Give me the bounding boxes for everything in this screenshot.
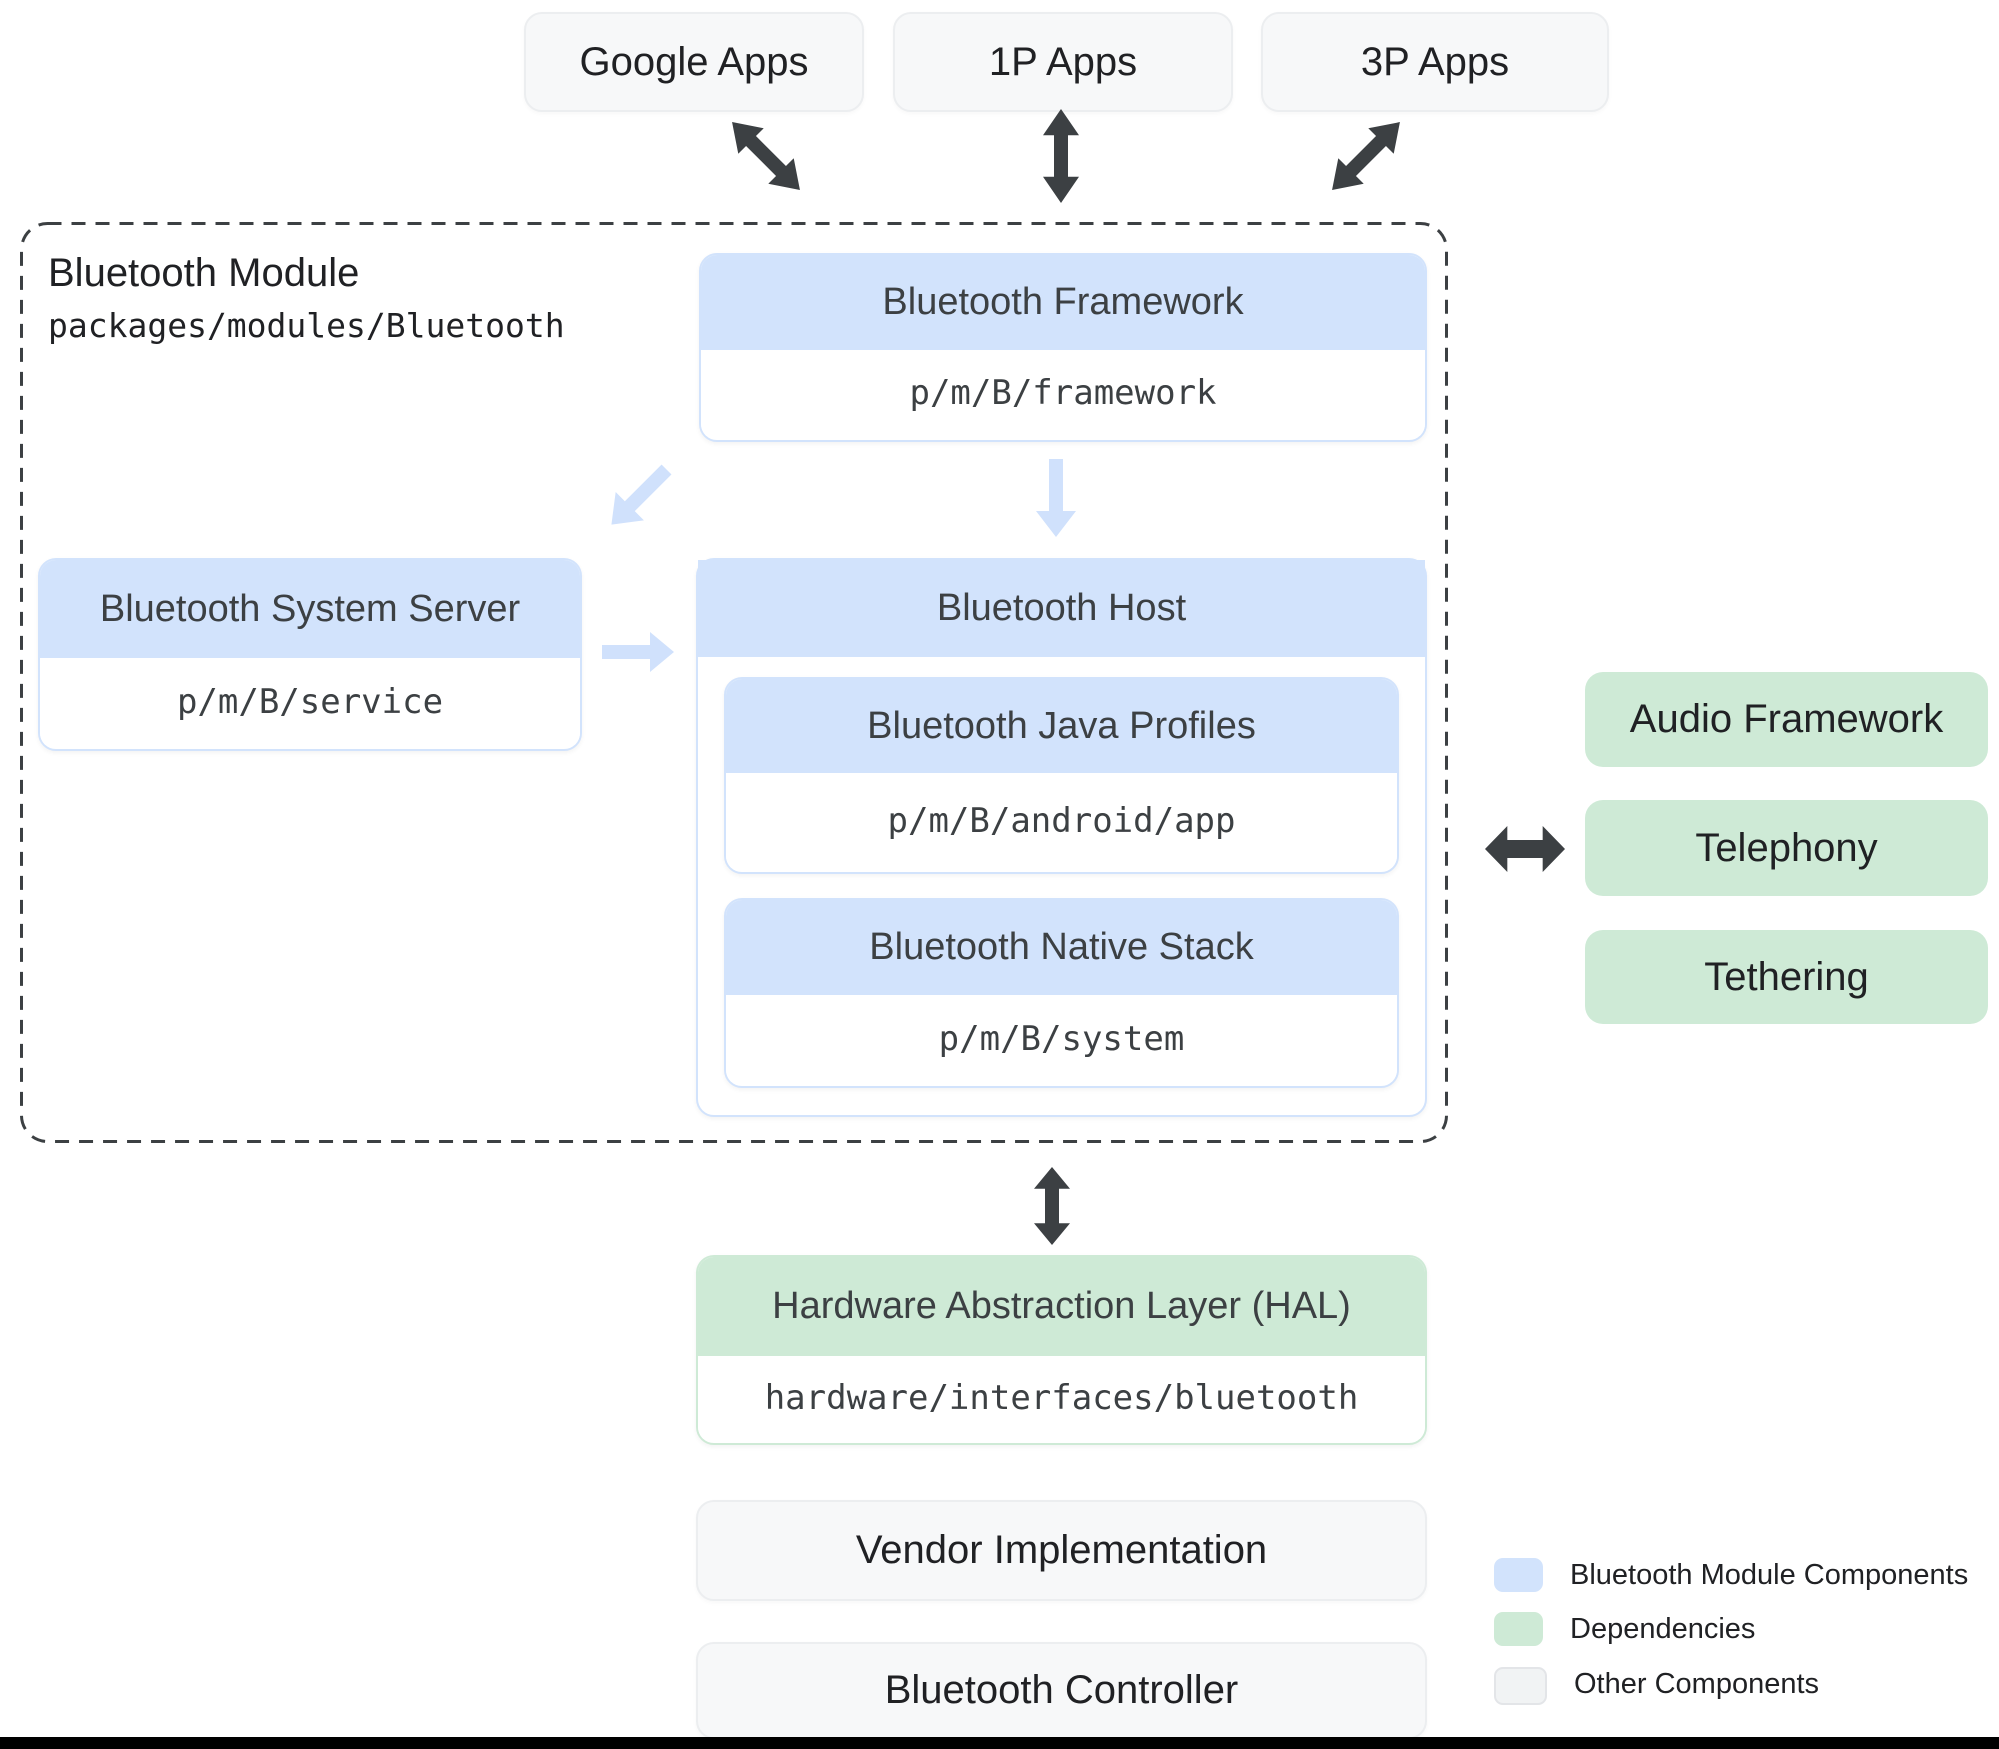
hal-box: Hardware Abstraction Layer (HAL) hardwar…	[696, 1255, 1427, 1445]
bluetooth-framework-box: Bluetooth Framework p/m/B/framework	[699, 253, 1427, 442]
third-party-apps-label: 3P Apps	[1360, 39, 1510, 84]
module-title: Bluetooth Module	[48, 251, 360, 295]
bluetooth-java-profiles-box: Bluetooth Java Profiles p/m/B/android/ap…	[724, 677, 1399, 874]
module-to-dependencies-bidirectional-arrow-icon	[1485, 826, 1565, 872]
bluetooth-system-server-title: Bluetooth System Server	[40, 560, 580, 658]
google-apps-label: Google Apps	[579, 39, 809, 84]
legend-swatch-green	[1494, 1612, 1543, 1646]
bluetooth-system-server-path: p/m/B/service	[40, 658, 580, 745]
legend-swatch-gray	[1494, 1667, 1547, 1705]
bluetooth-module-region: Bluetooth Module packages/modules/Blueto…	[20, 222, 1448, 1143]
legend-label-dependencies: Dependencies	[1570, 1612, 1756, 1645]
bluetooth-controller-box: Bluetooth Controller	[696, 1642, 1427, 1739]
dashed-border	[20, 222, 1448, 1143]
tethering-label: Tethering	[1704, 954, 1869, 999]
first-party-apps-bidirectional-arrow-icon	[1043, 109, 1079, 203]
system-server-to-host-arrow-icon	[602, 632, 674, 672]
vendor-implementation-box: Vendor Implementation	[696, 1500, 1427, 1601]
bluetooth-controller-label: Bluetooth Controller	[884, 1668, 1239, 1712]
telephony-box: Telephony	[1585, 800, 1988, 896]
bluetooth-native-stack-title: Bluetooth Native Stack	[726, 900, 1397, 995]
vendor-implementation-label: Vendor Implementation	[855, 1528, 1268, 1572]
bluetooth-host-box: Bluetooth Host Bluetooth Java Profiles p…	[696, 558, 1427, 1117]
google-apps-bidirectional-arrow-icon	[719, 109, 812, 202]
first-party-apps-box: 1P Apps	[893, 12, 1233, 112]
bluetooth-framework-path: p/m/B/framework	[701, 350, 1425, 436]
third-party-apps-bidirectional-arrow-icon	[1319, 109, 1412, 202]
module-caption: Bluetooth Module packages/modules/Blueto…	[48, 250, 668, 345]
legend-row-module-components: Bluetooth Module Components	[1494, 1558, 1999, 1592]
legend-label-module-components: Bluetooth Module Components	[1570, 1558, 1969, 1591]
legend-label-other-components: Other Components	[1574, 1667, 1820, 1700]
hal-title: Hardware Abstraction Layer (HAL)	[698, 1257, 1425, 1356]
bluetooth-java-profiles-path: p/m/B/android/app	[726, 773, 1397, 868]
telephony-label: Telephony	[1695, 825, 1878, 870]
audio-framework-box: Audio Framework	[1585, 672, 1988, 767]
module-to-hal-bidirectional-arrow-icon	[1034, 1167, 1070, 1245]
google-apps-box: Google Apps	[524, 12, 864, 112]
framework-to-host-arrow-icon	[1036, 459, 1076, 537]
bluetooth-native-stack-box: Bluetooth Native Stack p/m/B/system	[724, 898, 1399, 1088]
bluetooth-native-stack-path: p/m/B/system	[726, 995, 1397, 1082]
first-party-apps-label: 1P Apps	[988, 39, 1138, 84]
module-path: packages/modules/Bluetooth	[48, 306, 565, 345]
framework-to-system-server-arrow-icon	[597, 455, 680, 538]
bottom-bar	[0, 1737, 1999, 1749]
hal-path: hardware/interfaces/bluetooth	[698, 1356, 1425, 1439]
legend-row-other-components: Other Components	[1494, 1667, 1999, 1705]
bluetooth-framework-title: Bluetooth Framework	[701, 255, 1425, 350]
tethering-box: Tethering	[1585, 930, 1988, 1024]
legend: Bluetooth Module Components Dependencies…	[1494, 1558, 1999, 1705]
bluetooth-java-profiles-title: Bluetooth Java Profiles	[726, 679, 1397, 773]
bluetooth-system-server-box: Bluetooth System Server p/m/B/service	[38, 558, 582, 751]
legend-swatch-blue	[1494, 1558, 1543, 1592]
bluetooth-host-title: Bluetooth Host	[698, 560, 1425, 657]
legend-row-dependencies: Dependencies	[1494, 1612, 1999, 1646]
third-party-apps-box: 3P Apps	[1261, 12, 1609, 112]
audio-framework-label: Audio Framework	[1629, 697, 1944, 741]
